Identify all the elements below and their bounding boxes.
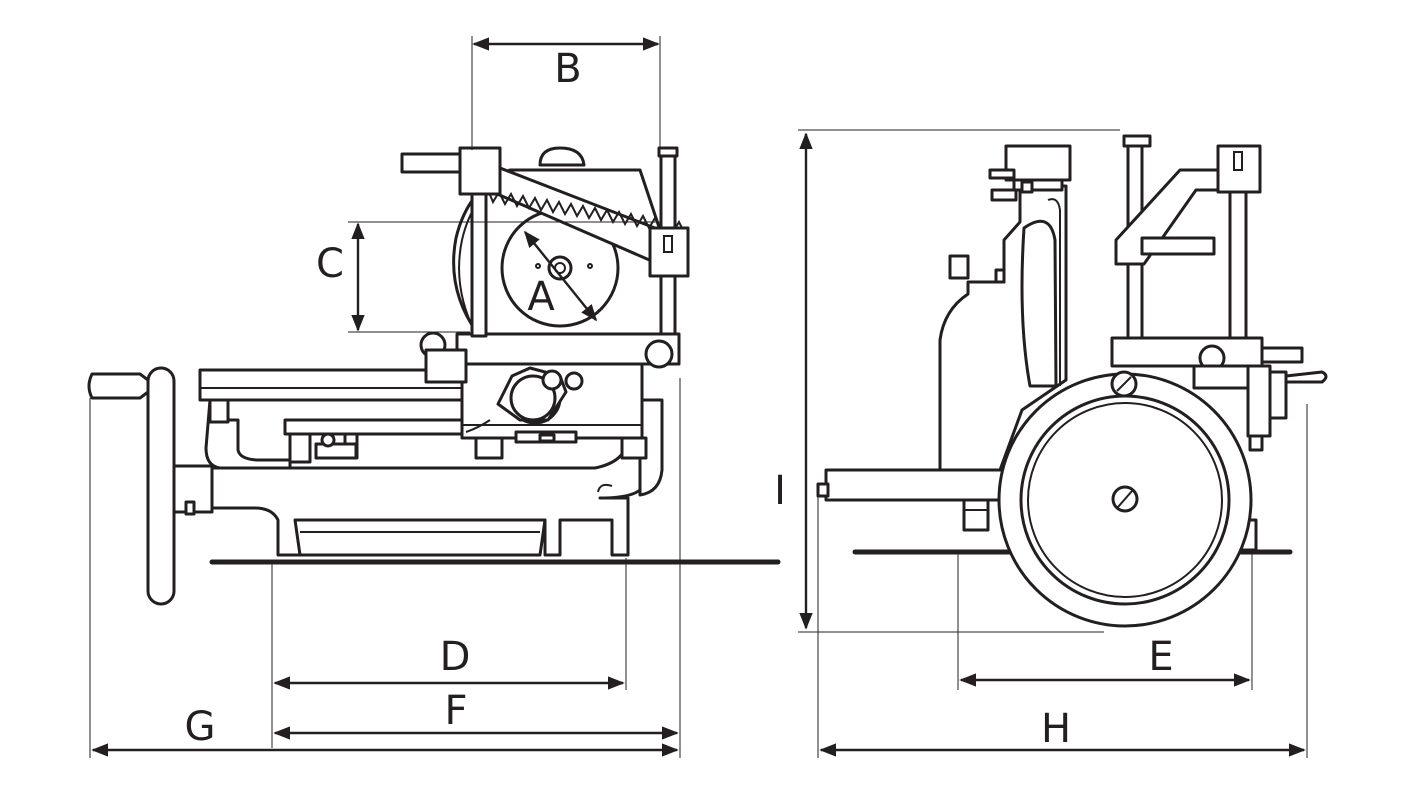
- label-f: F: [444, 688, 467, 734]
- dimension-labels: A B C D E F G H I: [185, 46, 1174, 752]
- front-right-post: [1228, 188, 1248, 342]
- label-b: B: [554, 46, 581, 92]
- label-i: I: [774, 468, 786, 514]
- label-d: D: [440, 634, 471, 680]
- label-g: G: [185, 704, 216, 750]
- front-top-clamp: [1004, 144, 1072, 182]
- side-tray: [293, 518, 547, 557]
- side-handwheel: [146, 366, 176, 606]
- side-rear-pillar: [638, 398, 664, 497]
- front-carriage-table: [824, 468, 1028, 502]
- label-e: E: [1148, 634, 1173, 680]
- label-h: H: [1041, 706, 1071, 752]
- front-blade-plate: [1020, 219, 1058, 388]
- dimension-lines: [89, 36, 1308, 758]
- front-view: [816, 134, 1328, 628]
- side-handwheel-grip: [87, 372, 150, 400]
- side-top-clamp: [458, 146, 502, 196]
- label-c: C: [316, 241, 344, 287]
- side-view: [87, 146, 781, 606]
- side-carriage-rail: [283, 418, 477, 436]
- side-carriage-plate: [198, 368, 467, 402]
- front-crossbar: [1110, 336, 1264, 368]
- side-left-post: [470, 188, 488, 338]
- side-blade-handle-top: [538, 146, 586, 167]
- dimension-a-line: [523, 230, 598, 322]
- label-a: A: [527, 274, 555, 320]
- front-side-mechanism: [1246, 364, 1272, 438]
